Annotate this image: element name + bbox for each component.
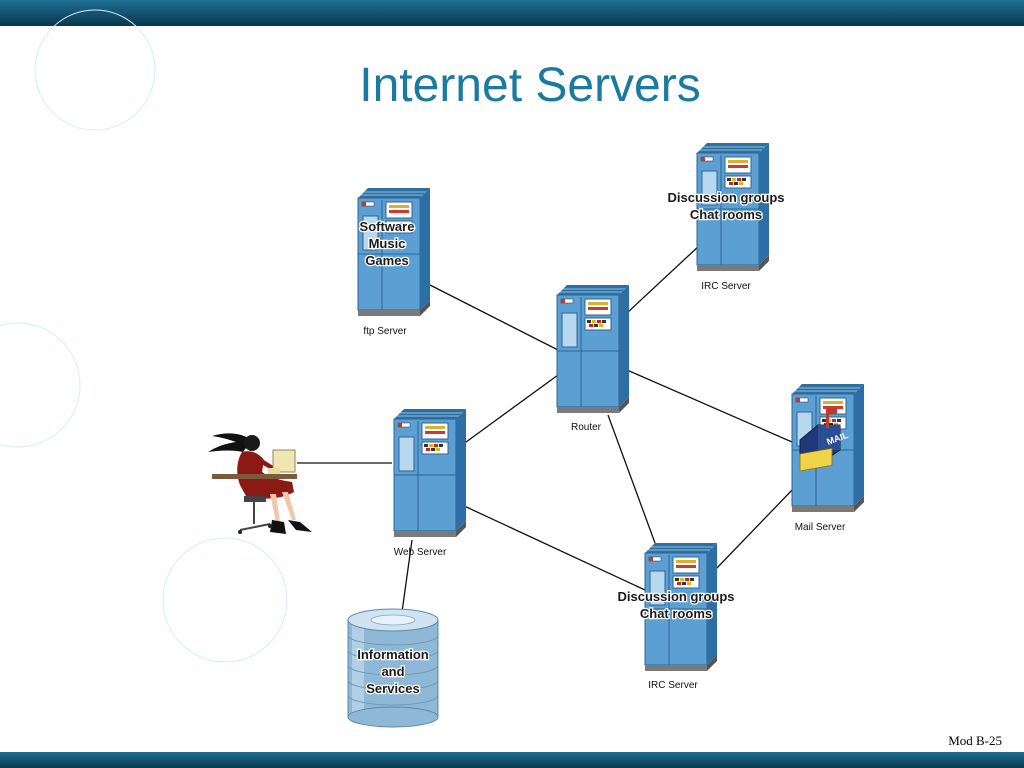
link-router-irc-bottom: [607, 414, 656, 544]
irc-top-label-line: Chat rooms: [690, 207, 762, 222]
bottom-bar: [0, 752, 1024, 768]
link-irc-bottom-mail: [714, 486, 796, 571]
connections: [297, 244, 796, 613]
router-caption: Router: [571, 422, 602, 433]
ftp-server: Software Music Games ftp Server: [357, 187, 431, 337]
link-router-irc-top: [626, 244, 701, 314]
irc-top-label-line: Discussion groups: [667, 190, 784, 205]
mail-server-caption: Mail Server: [795, 522, 846, 533]
irc-top-caption: IRC Server: [701, 281, 751, 292]
link-web-router: [461, 374, 559, 446]
database-label-line: and: [381, 664, 404, 679]
slide-title: Internet Servers: [359, 59, 701, 112]
web-server-caption: Web Server: [394, 547, 447, 558]
link-router-mail: [626, 369, 793, 443]
ftp-label-line: Software: [360, 219, 415, 234]
user-at-computer-icon: [208, 433, 312, 534]
ftp-label-line: Music: [369, 236, 406, 251]
irc-bottom-caption: IRC Server: [648, 680, 698, 691]
decor-circle: [0, 322, 81, 448]
database: Information and Services: [347, 608, 439, 728]
irc-bottom-label-line: Chat rooms: [640, 606, 712, 621]
ftp-label-line: Games: [365, 253, 408, 268]
slide-number: Mod B-25: [948, 733, 1002, 748]
mailbox-icon: MAIL: [799, 408, 850, 472]
irc-server-bottom: Discussion groups Chat rooms IRC Server: [616, 542, 736, 691]
database-label-line: Information: [357, 647, 429, 662]
irc-bottom-label-line: Discussion groups: [617, 589, 734, 604]
ftp-server-caption: ftp Server: [363, 326, 407, 337]
link-web-database: [401, 539, 413, 613]
decor-circle: [162, 537, 288, 663]
irc-server-top: Discussion groups Chat rooms IRC Server: [666, 142, 786, 292]
mail-server: MAIL Mail Server: [791, 383, 865, 533]
link-ftp-router: [429, 284, 559, 351]
top-bar: [0, 0, 1024, 26]
web-server: Web Server: [393, 408, 467, 558]
decor-circle: [34, 9, 156, 131]
database-label-line: Services: [366, 681, 420, 696]
link-web-irc-bottom: [461, 504, 646, 591]
router: Router: [556, 284, 630, 433]
